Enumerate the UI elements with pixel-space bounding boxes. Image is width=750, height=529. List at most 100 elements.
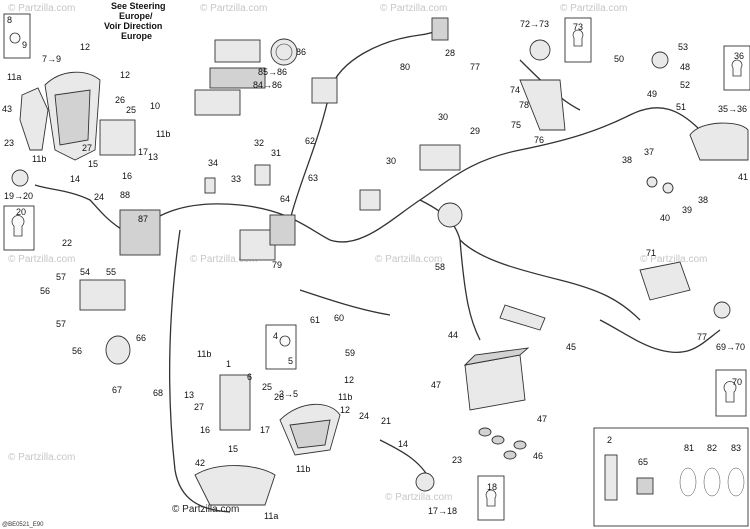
callout-40: 40 <box>660 213 670 223</box>
callout-67: 67 <box>112 385 122 395</box>
watermark-2: © Partzilla.com <box>200 3 267 14</box>
socket-31 <box>254 164 271 186</box>
callout-41: 41 <box>738 172 748 182</box>
callout-53: 53 <box>678 42 688 52</box>
callout-60: 60 <box>334 313 344 323</box>
bulb-8-icon <box>9 32 21 44</box>
bulb-4-icon <box>279 335 291 347</box>
callout-13-b: 13 <box>184 390 194 400</box>
callout-13: 13 <box>148 152 158 162</box>
callout-16-b: 16 <box>200 425 210 435</box>
callout-23-b: 23 <box>452 455 462 465</box>
display-84 <box>209 67 266 89</box>
callout-32: 32 <box>254 138 264 148</box>
harness-drop <box>289 89 331 221</box>
right-headlight-assembly <box>194 374 435 506</box>
callout-36: 36 <box>734 51 744 61</box>
callout-59: 59 <box>345 348 355 358</box>
callout-65: 65 <box>638 457 648 467</box>
watermark-4: © Partzilla.com <box>560 3 627 14</box>
steering-note-line-2: Europe/ <box>119 11 153 21</box>
callout-76: 76 <box>534 135 544 145</box>
callout-11a-b: 11a <box>264 511 278 521</box>
battery-pads-46 <box>478 427 527 460</box>
callout-73: 73 <box>573 22 583 32</box>
callout-80: 80 <box>400 62 410 72</box>
callout-15-b: 15 <box>228 444 238 454</box>
callout-50: 50 <box>614 54 624 64</box>
fuse-block-29 <box>419 144 461 171</box>
socket-34 <box>204 177 216 194</box>
rear-harness <box>459 239 641 321</box>
headlight-cover-43 <box>19 87 49 151</box>
callout-3-5: 3→5 <box>279 389 298 399</box>
pad-3 <box>513 440 527 450</box>
callout-77-b: 77 <box>697 332 707 342</box>
inset-box-4-5 <box>265 324 297 370</box>
main-harness <box>119 107 701 251</box>
callout-83: 83 <box>731 443 741 453</box>
watermark-7: © Partzilla.com <box>375 254 442 265</box>
callout-29: 29 <box>470 126 480 136</box>
grommet-37 <box>646 176 658 188</box>
callout-66: 66 <box>136 333 146 343</box>
headlight-reflector-left <box>54 89 91 146</box>
callout-85-86: 85→86 <box>258 67 287 77</box>
callout-12-c: 12 <box>344 375 354 385</box>
tail-light-35 <box>689 122 749 161</box>
bracket-74 <box>519 79 566 131</box>
callout-11a: 11a <box>7 72 21 82</box>
connector-block <box>311 77 338 104</box>
bracket-54 <box>79 279 126 311</box>
callout-25: 25 <box>126 105 136 115</box>
battery-group <box>463 304 546 460</box>
callout-42: 42 <box>195 458 205 468</box>
callout-77-a: 77 <box>470 62 480 72</box>
steering-note-line-1: See Steering <box>111 1 166 11</box>
callout-labels: 8 9 7→9 12 12 11a 43 26 25 10 11b 27 15 … <box>2 15 748 521</box>
bracket-right <box>219 374 251 431</box>
callout-35-36: 35→36 <box>718 104 747 114</box>
callout-56-b: 56 <box>72 346 82 356</box>
inset-bulb-8-9 <box>3 13 31 59</box>
callout-43: 43 <box>2 104 12 114</box>
callout-12-d: 12 <box>340 405 350 415</box>
callout-51: 51 <box>676 102 686 112</box>
callout-11b-c: 11b <box>197 349 211 359</box>
gauge-cluster <box>194 38 298 116</box>
callout-71: 71 <box>646 248 656 258</box>
callout-69-70: 69→70 <box>716 342 745 352</box>
gauge-86-dial <box>275 43 293 61</box>
callout-48: 48 <box>680 62 690 72</box>
callout-84-86: 84→86 <box>253 80 282 90</box>
callout-6: 6 <box>247 372 252 382</box>
callout-47-b: 47 <box>537 414 547 424</box>
callout-58: 58 <box>435 262 445 272</box>
callout-8: 8 <box>7 15 12 25</box>
rear-right-lead <box>599 319 721 354</box>
bulb-73-icon <box>572 29 584 47</box>
clip-65 <box>636 477 654 495</box>
switch-28 <box>431 17 449 41</box>
tail-light-group <box>646 45 750 194</box>
callout-62: 62 <box>305 136 315 146</box>
callout-45: 45 <box>566 342 576 352</box>
callout-37: 37 <box>644 147 654 157</box>
callout-55: 55 <box>106 267 116 277</box>
pad-1 <box>478 427 492 437</box>
hardware-kit-inset <box>593 427 749 527</box>
callout-11b-b: 11b <box>32 154 46 164</box>
callout-74: 74 <box>510 85 520 95</box>
callout-28: 28 <box>445 48 455 58</box>
callout-18: 18 <box>487 482 497 492</box>
upper-right-lamp-group <box>519 17 669 131</box>
callout-52: 52 <box>680 80 690 90</box>
rear-right-lamp-group <box>639 261 747 417</box>
left-headlight-assembly <box>19 71 161 365</box>
inset-box-70 <box>715 369 747 417</box>
callout-75: 75 <box>511 120 521 130</box>
bulb-70-icon <box>723 381 737 403</box>
callout-54: 54 <box>80 267 90 277</box>
diagram-code: @BE0521_E90 <box>2 522 44 528</box>
callout-11b-d: 11b <box>338 392 352 402</box>
